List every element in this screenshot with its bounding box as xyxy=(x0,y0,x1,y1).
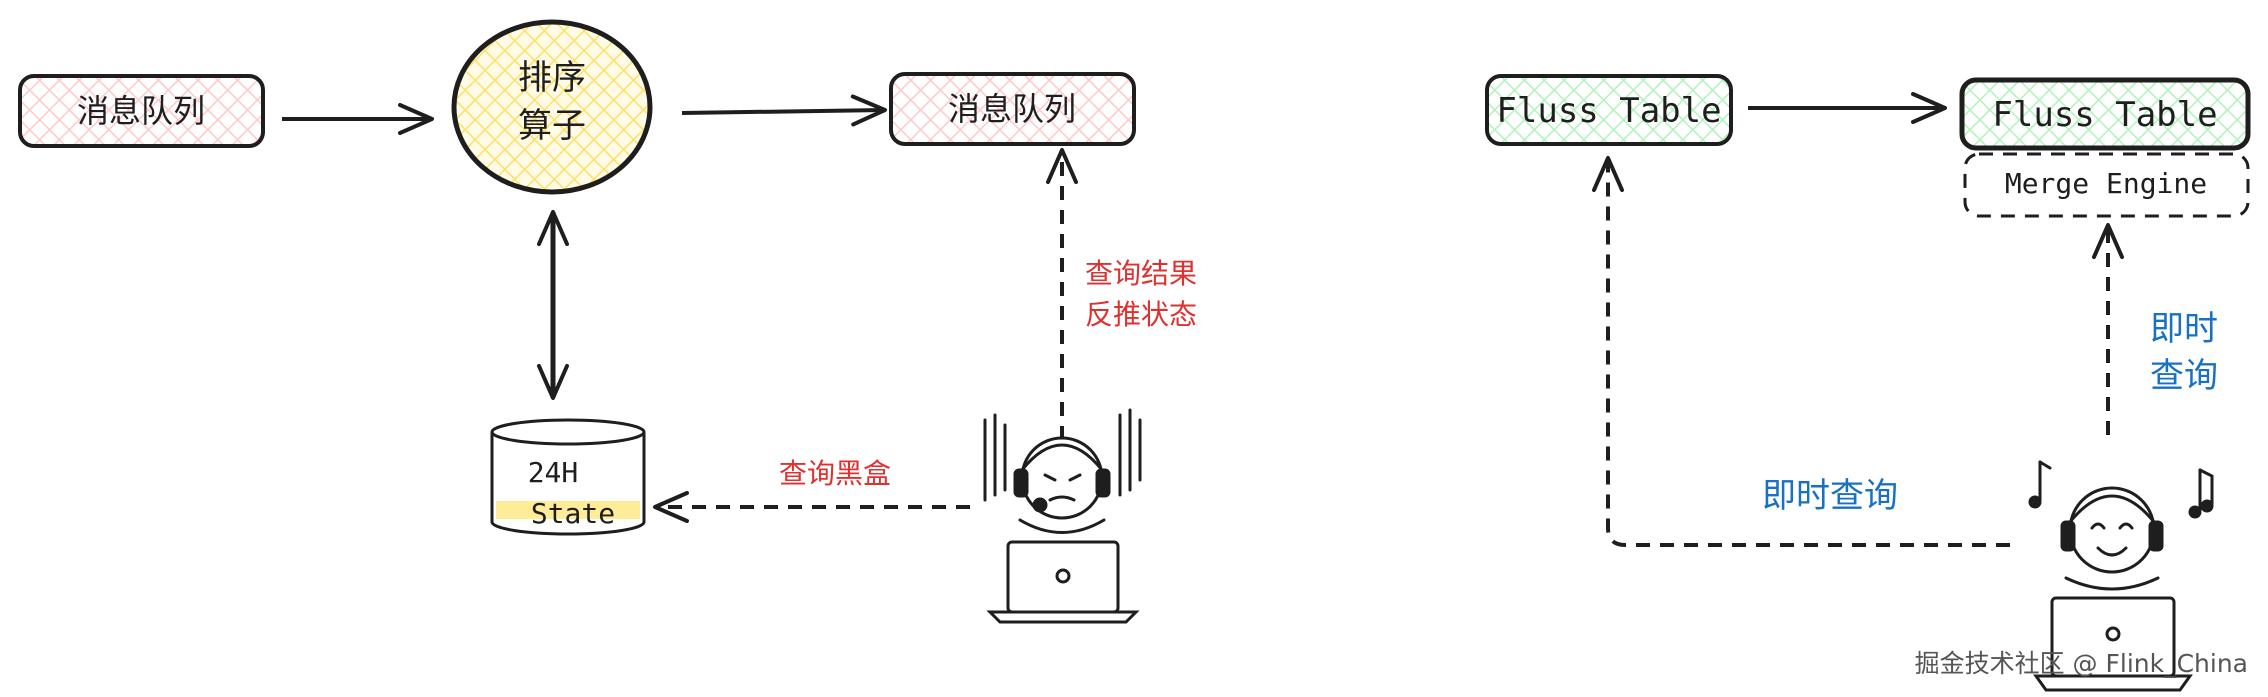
state-store-node: 24H State xyxy=(490,418,646,536)
fluss-table-source-label: Fluss Table xyxy=(1496,91,1721,131)
instant-query-vertical-label-1: 即时 xyxy=(2150,309,2218,349)
instant-query-vertical-label-2: 查询 xyxy=(2150,356,2218,396)
arrow-operator-to-queue xyxy=(681,94,887,127)
queue-in-label: 消息队列 xyxy=(77,92,205,130)
watermark-text: 掘金技术社区 @ Flink_China xyxy=(1915,649,2248,678)
query-blackbox-label: 查询黑盒 xyxy=(779,457,891,490)
state-label-2: State xyxy=(531,497,615,530)
laptop-icon-right xyxy=(2033,596,2193,692)
queue-in-node: 消息队列 xyxy=(18,74,265,148)
arrow-person-to-source-table xyxy=(1592,156,2010,547)
merge-engine-node: Merge Engine xyxy=(1963,152,2250,218)
sort-operator-label-2: 算子 xyxy=(518,106,586,146)
fluss-table-dest-label: Fluss Table xyxy=(1992,95,2217,135)
sort-operator-label-1: 排序 xyxy=(518,58,586,98)
queue-out-node: 消息队列 xyxy=(889,72,1136,146)
stress-lines-icon xyxy=(983,408,1142,502)
instant-query-label: 即时查询 xyxy=(1762,476,1898,516)
stressed-user-illustration xyxy=(983,408,1142,624)
query-result-label-2: 反推状态 xyxy=(1085,298,1197,331)
sort-operator-node: 排序 算子 xyxy=(451,19,653,195)
happy-user-illustration xyxy=(2028,460,2214,692)
query-result-label-1: 查询结果 xyxy=(1085,257,1197,290)
laptop-icon xyxy=(986,540,1140,624)
fluss-table-dest-node: Fluss Table xyxy=(1959,77,2251,151)
fluss-table-source-node: Fluss Table xyxy=(1485,74,1733,146)
music-note-icon xyxy=(2028,460,2214,519)
state-label-1: 24H xyxy=(528,456,579,489)
queue-out-label: 消息队列 xyxy=(948,90,1076,128)
merge-engine-label: Merge Engine xyxy=(2005,167,2207,200)
